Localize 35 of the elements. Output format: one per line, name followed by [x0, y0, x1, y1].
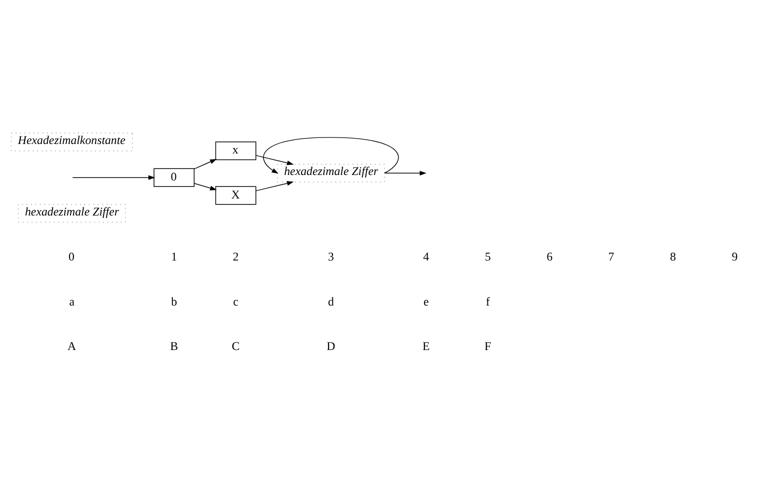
label: d	[328, 294, 334, 308]
node-box: x	[215, 142, 256, 160]
label: 8	[670, 250, 676, 264]
label: C	[232, 338, 240, 353]
node-box: Hexadezimalkonstante	[10, 132, 133, 152]
label: D	[326, 338, 336, 353]
label: A	[68, 338, 76, 353]
arrow	[72, 175, 156, 180]
label: F	[484, 338, 492, 353]
label: f	[486, 294, 490, 308]
label: E	[422, 338, 430, 353]
label: c	[233, 294, 238, 308]
label: 7	[608, 250, 614, 264]
label: 4	[423, 250, 430, 264]
node-box: hexadezimale Ziffer	[18, 204, 126, 223]
label: 9	[732, 250, 738, 264]
arrow	[256, 155, 294, 166]
node-box: X	[215, 186, 256, 205]
arrow	[194, 182, 217, 190]
label: 5	[484, 250, 491, 264]
label: B	[170, 338, 178, 353]
arrow	[263, 137, 399, 174]
node-box: hexadezimale Ziffer	[277, 164, 385, 182]
label: e	[423, 294, 429, 308]
arrow	[194, 158, 217, 170]
arrow	[256, 181, 294, 192]
label: b	[171, 294, 178, 308]
label: a	[69, 294, 74, 308]
arrow	[384, 170, 426, 176]
node-box: 0	[154, 168, 195, 187]
label: 6	[546, 250, 553, 264]
label: 1	[171, 250, 178, 264]
label: 3	[328, 250, 334, 264]
label: 2	[232, 250, 239, 264]
label: 0	[68, 250, 74, 264]
